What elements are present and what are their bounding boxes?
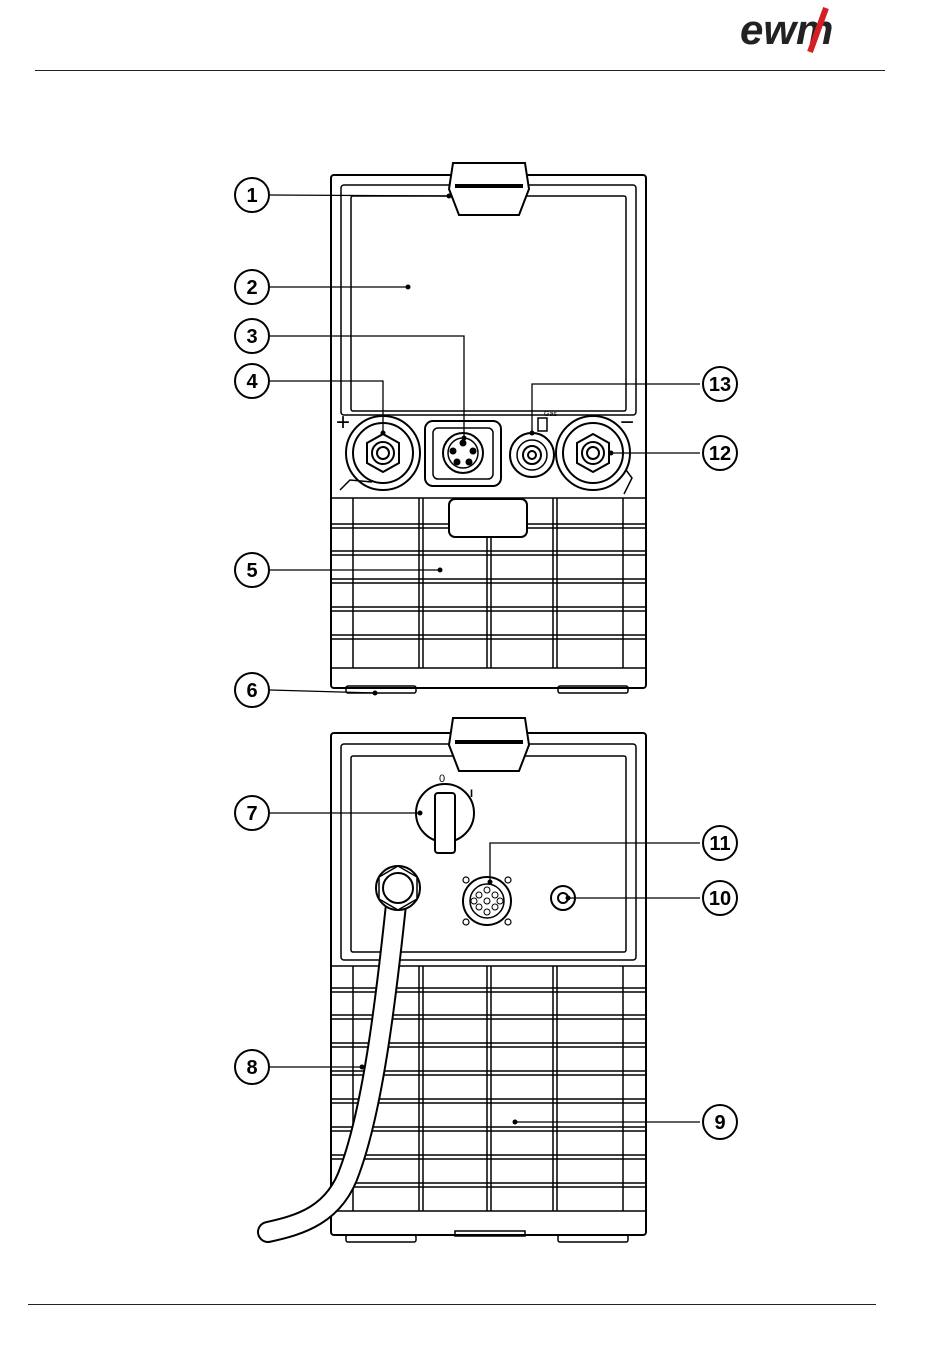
front-socket-panel: + − xyxy=(336,409,634,494)
callout-13-num: 13 xyxy=(709,374,731,396)
callout-11: 11 xyxy=(703,826,737,860)
minus-socket-symbol-icon xyxy=(624,470,632,494)
19-pole-connection-socket xyxy=(463,877,511,925)
callout-10: 10 xyxy=(703,881,737,915)
control-lead-socket xyxy=(425,421,501,486)
rear-view: 0 I xyxy=(268,718,646,1242)
callout-7-num: 7 xyxy=(246,803,257,825)
callout-1-num: 1 xyxy=(246,185,257,207)
callout-4-num: 4 xyxy=(246,371,258,393)
callout-12: 12 xyxy=(703,436,737,470)
switch-on-label: I xyxy=(470,788,473,800)
front-bezel xyxy=(341,185,636,415)
front-view: + − xyxy=(331,163,646,693)
callout-8-num: 8 xyxy=(246,1057,257,1079)
front-panel-cover xyxy=(351,196,626,411)
main-switch xyxy=(416,784,474,853)
callout-10-num: 10 xyxy=(709,888,731,910)
callout-4: 4 xyxy=(235,364,269,398)
callout-13: 13 xyxy=(703,367,737,401)
gas-socket-label: Gas xyxy=(544,411,557,418)
callout-7: 7 xyxy=(235,796,269,830)
switch-off-label: 0 xyxy=(439,773,445,785)
callout-3-num: 3 xyxy=(246,326,257,348)
gas-bottle-icon xyxy=(538,418,547,431)
callout-12-num: 12 xyxy=(709,443,731,465)
front-carry-handle xyxy=(449,163,529,215)
callout-8: 8 xyxy=(235,1050,269,1084)
front-grille-recess xyxy=(449,499,527,537)
callout-2-num: 2 xyxy=(246,277,257,299)
callout-2: 2 xyxy=(235,270,269,304)
callout-5-num: 5 xyxy=(246,560,257,582)
plus-symbol: + xyxy=(336,409,350,436)
rear-carry-handle xyxy=(449,718,529,771)
callout-1: 1 xyxy=(235,178,269,212)
callout-5: 5 xyxy=(235,553,269,587)
callout-11-num: 11 xyxy=(709,833,730,855)
plus-socket-symbol-icon xyxy=(340,480,372,490)
rear-foot-right xyxy=(558,1235,628,1242)
callout-6-num: 6 xyxy=(246,680,257,702)
callout-3: 3 xyxy=(235,319,269,353)
front-cooling-grille xyxy=(331,498,646,668)
callout-9-num: 9 xyxy=(714,1112,725,1134)
rear-foot-left xyxy=(346,1235,416,1242)
minus-symbol: − xyxy=(620,409,634,436)
callout-9: 9 xyxy=(703,1105,737,1139)
mains-cable xyxy=(268,866,420,1232)
rear-bottom-rail xyxy=(455,1231,525,1236)
socket-pins xyxy=(471,887,503,915)
callout-6: 6 xyxy=(235,673,269,707)
